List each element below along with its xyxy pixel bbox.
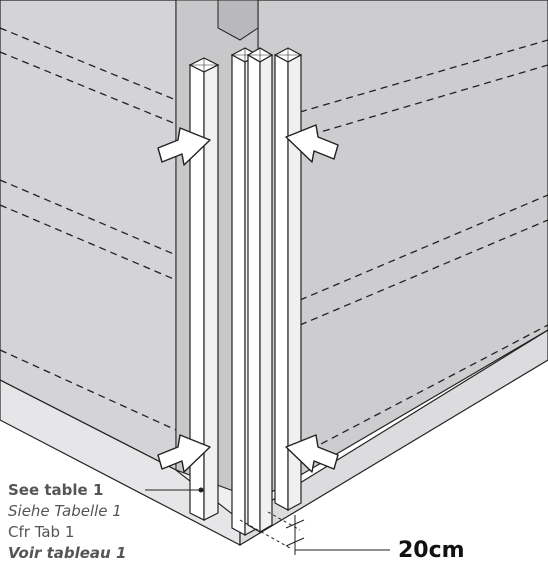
arrow-icon — [157, 127, 211, 166]
dashed-lines-left — [0, 27, 177, 431]
arrow-icon — [285, 434, 339, 473]
label-voir-tableau: Voir tableau 1 — [8, 544, 127, 562]
post-right — [273, 47, 303, 512]
label-cfr-tab: Cfr Tab 1 — [8, 523, 75, 541]
leader-line — [145, 487, 204, 493]
dashed-lines-right — [299, 39, 548, 456]
dimension-markers — [239, 511, 390, 555]
dimension-label: 20cm — [398, 538, 465, 563]
label-siehe-tabelle: Siehe Tabelle 1 — [8, 502, 122, 520]
post-left — [188, 57, 220, 521]
top-block — [217, 0, 259, 41]
arrow-icon — [285, 124, 339, 163]
arrow-icon — [157, 434, 211, 473]
label-see-table: See table 1 — [8, 481, 104, 499]
post-center-2 — [246, 47, 274, 534]
floor-right — [239, 329, 548, 547]
